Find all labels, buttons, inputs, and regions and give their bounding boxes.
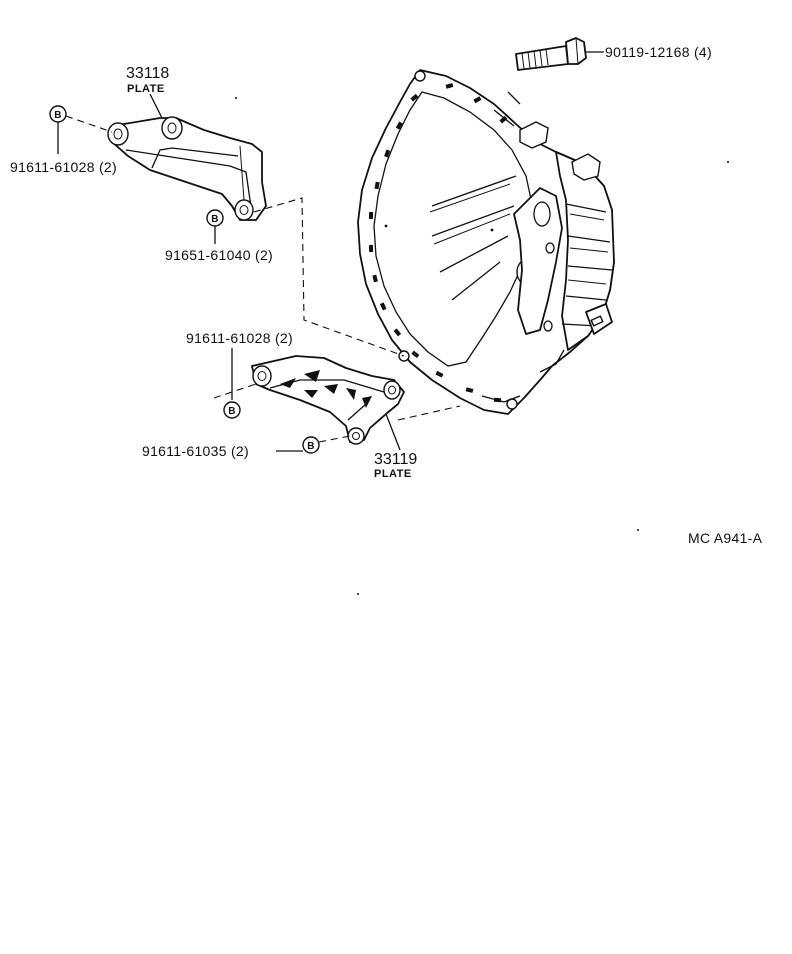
plate-33119-illustration — [251, 355, 405, 445]
plate-33118-illustration — [107, 116, 267, 221]
leader-line-plate-lower — [385, 413, 401, 451]
bolt-symbol-text: B — [228, 406, 235, 417]
dashed-line-upper-plate — [253, 197, 405, 357]
bolt-symbol-lower-left: B — [302, 436, 320, 454]
bolt-symbol-lower-top: B — [223, 401, 241, 419]
label-plate-lower-number: 33119 — [374, 451, 417, 468]
bolt-symbol-text: B — [211, 214, 218, 225]
bolt-symbol-upper-mid: B — [206, 209, 224, 227]
label-bolt-top: 90119-12168 (4) — [605, 44, 712, 60]
dashed-line-b4 — [318, 435, 351, 443]
label-bolt-upper-mid: 91651-61040 (2) — [165, 247, 273, 263]
label-bolt-lower-top: 91611-61028 (2) — [186, 330, 293, 346]
dashed-line-b1 — [65, 115, 113, 133]
dashed-line-lower-left — [213, 383, 257, 399]
label-plate-upper-name: PLATE — [127, 83, 165, 95]
transmission-housing-illustration — [357, 69, 615, 415]
flange-bolt-holes — [368, 83, 508, 403]
bolt-symbol-upper-left: B — [49, 105, 67, 123]
label-plate-upper-number: 33118 — [126, 65, 169, 82]
dashed-line-lower-right — [397, 405, 461, 421]
label-bolt-lower-left: 91611-61035 (2) — [142, 443, 249, 459]
figure-code: MC A941-A — [688, 530, 763, 546]
bolt-symbol-text: B — [54, 110, 61, 121]
bolt-symbol-text: B — [307, 441, 314, 452]
label-bolt-upper-left: 91611-61028 (2) — [10, 159, 117, 175]
label-plate-lower-name: PLATE — [374, 468, 412, 480]
bolt-90119-illustration — [515, 37, 587, 71]
